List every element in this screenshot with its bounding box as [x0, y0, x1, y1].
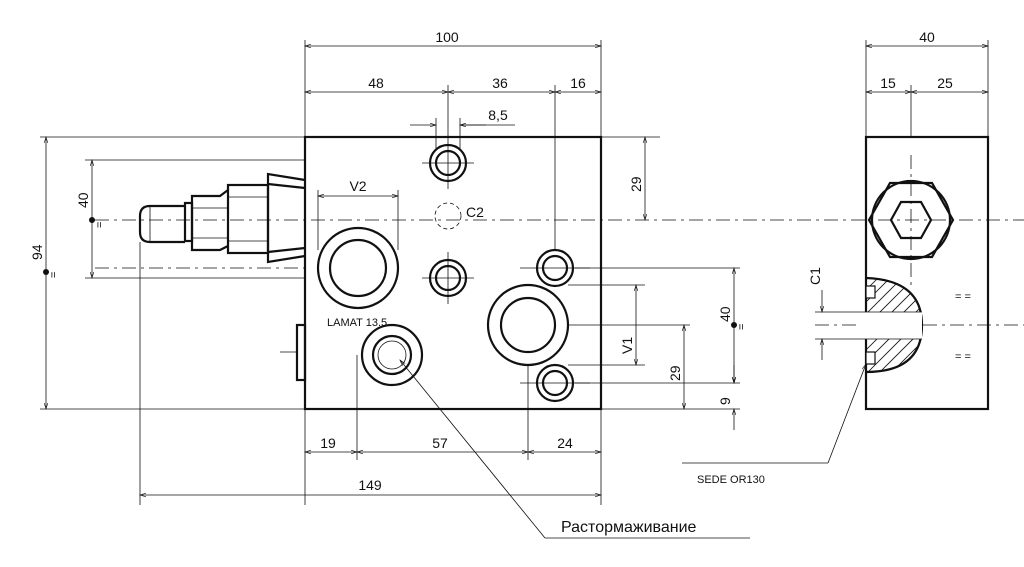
port-v2-label: V2 — [349, 178, 366, 194]
dim-24: 24 — [557, 435, 573, 451]
brake-release-label: Растормаживание — [561, 519, 697, 536]
port-c2-label: C2 — [466, 204, 484, 220]
port-c2 — [434, 202, 462, 230]
dim-left-40: 40 — [75, 192, 91, 208]
port-v1 — [486, 283, 570, 367]
dim-36: 36 — [492, 75, 508, 91]
dim-side-25: 25 — [937, 75, 953, 91]
dim-57: 57 — [432, 435, 448, 451]
dim-149: 149 — [358, 477, 382, 493]
dim-94: 94 — [29, 244, 45, 260]
mounting-hole-top — [422, 137, 474, 189]
dim-right-29b: 29 — [667, 365, 683, 381]
port-lamat — [360, 323, 424, 387]
side-view-body — [864, 135, 990, 411]
lamat-label: LAMAT 13.5 — [327, 317, 387, 329]
port-v2 — [316, 226, 400, 310]
dim-8-5: 8,5 — [488, 107, 508, 123]
equal-mark-side-upper: = = — [955, 291, 971, 303]
port-v1-label: V1 — [619, 337, 635, 354]
cartridge-valve — [138, 172, 306, 264]
dim-side-15: 15 — [880, 75, 896, 91]
side-knob — [295, 323, 307, 382]
equal-mark-left-40: = — [94, 222, 106, 228]
leader-seal-seat — [827, 363, 867, 464]
equal-mark-94: = — [48, 272, 60, 278]
equal-mark-side-lower: = = — [955, 351, 971, 363]
dim-19: 19 — [320, 435, 336, 451]
dim-right-40: 40 — [717, 306, 733, 322]
dim-48: 48 — [368, 75, 384, 91]
mounting-hole-mid — [422, 252, 474, 304]
leader-brake-release — [399, 359, 546, 539]
side-view-section — [815, 276, 924, 374]
mounting-hole-right-lower — [520, 363, 590, 403]
seal-seat-label: SEDE OR130 — [697, 474, 765, 486]
side-view-hex-nut — [867, 179, 955, 261]
dim-right-29: 29 — [628, 176, 644, 192]
equal-mark-right-40: = — [736, 324, 748, 330]
front-view-body — [303, 135, 603, 411]
dim-100: 100 — [435, 29, 459, 45]
dim-right-9: 9 — [717, 397, 733, 405]
port-c1-label: C1 — [807, 267, 823, 285]
dim-side-40: 40 — [919, 29, 935, 45]
dim-16: 16 — [570, 75, 586, 91]
